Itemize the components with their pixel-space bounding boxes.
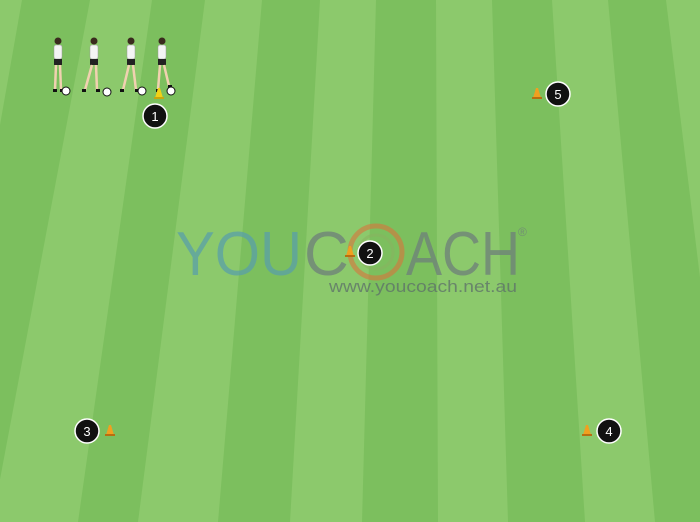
watermark-registered: ® xyxy=(518,225,527,239)
cone-icon[interactable] xyxy=(532,88,542,99)
marker-5-label: 5 xyxy=(554,87,561,102)
marker-1[interactable]: 1 xyxy=(142,103,168,129)
player-figure[interactable] xyxy=(82,37,112,97)
marker-5[interactable]: 5 xyxy=(545,81,571,107)
ball-icon xyxy=(61,86,71,96)
watermark-url: www.youcoach.net.au xyxy=(328,277,517,296)
ball-icon xyxy=(166,86,176,96)
marker-2-label: 2 xyxy=(366,246,373,261)
cone-icon[interactable] xyxy=(345,246,355,257)
ball-icon xyxy=(102,87,112,97)
watermark-c-letter: C xyxy=(304,220,349,289)
marker-4-label: 4 xyxy=(605,424,612,439)
marker-3-label: 3 xyxy=(83,424,90,439)
marker-2[interactable]: 2 xyxy=(357,240,383,266)
player-group xyxy=(53,37,176,97)
cone-icon[interactable] xyxy=(105,425,115,436)
cone-icon[interactable] xyxy=(154,88,164,99)
marker-4[interactable]: 4 xyxy=(596,418,622,444)
youcoach-watermark: YOU C ACH ® www.youcoach.net.au xyxy=(176,220,527,296)
watermark-brand-right: ACH xyxy=(406,220,520,289)
player-figure[interactable] xyxy=(120,37,147,96)
player-figure[interactable] xyxy=(53,37,71,96)
watermark-brand-left: YOU xyxy=(176,220,302,289)
marker-3[interactable]: 3 xyxy=(74,418,100,444)
ball-icon xyxy=(137,86,147,96)
cone-icon[interactable] xyxy=(582,425,592,436)
marker-1-label: 1 xyxy=(151,109,158,124)
